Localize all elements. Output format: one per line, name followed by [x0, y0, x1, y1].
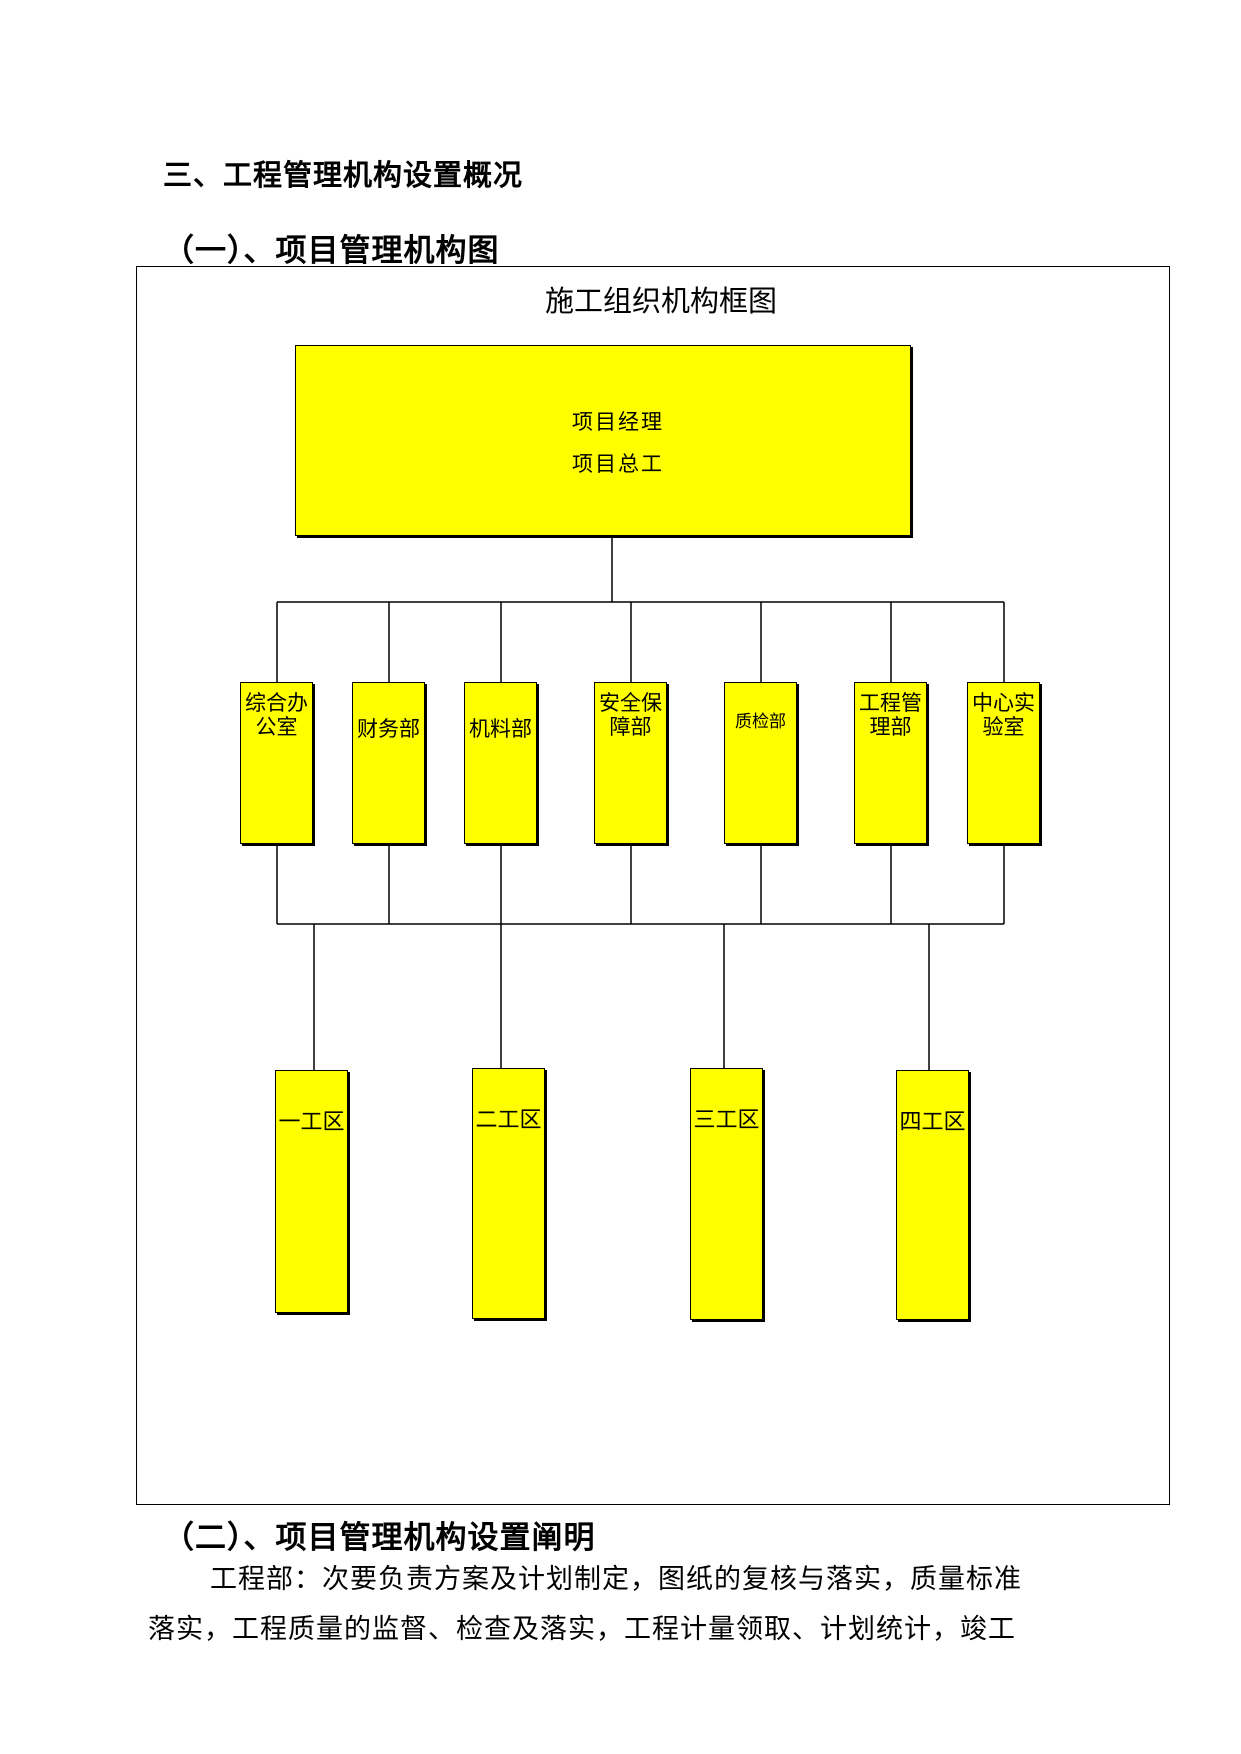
- subsection-heading-org-chart: （一）、项目管理机构图: [163, 233, 500, 269]
- dept-box-lab: 中心实验室: [967, 682, 1040, 844]
- dept-box-safety: 安全保障部: [594, 682, 667, 844]
- org-chart-title: 施工组织机构框图: [544, 284, 777, 318]
- work-zone-label: 一工区: [278, 1110, 345, 1135]
- project-manager-label: 项目经理: [572, 410, 664, 434]
- work-zone-label: 三工区: [693, 1108, 760, 1133]
- paragraph-line-1: 工程部：次要负责方案及计划制定，图纸的复核与落实，质量标准: [210, 1564, 1022, 1595]
- dept-box-general-office: 综合办公室: [240, 682, 313, 844]
- paragraph-line-2: 落实，工程质量的监督、检查及落实，工程计量领取、计划统计，竣工: [148, 1614, 1016, 1645]
- dept-label: 综合办公室: [245, 691, 308, 739]
- section-title: 三、工程管理机构设置概况: [163, 158, 524, 192]
- work-zone-box-3: 三工区: [690, 1068, 763, 1320]
- project-manager-box: 项目经理 项目总工: [295, 345, 911, 536]
- work-zone-label: 二工区: [475, 1108, 542, 1133]
- dept-label: 工程管理部: [859, 691, 922, 739]
- dept-label: 质检部: [735, 712, 786, 732]
- dept-label: 安全保障部: [599, 691, 662, 739]
- work-zone-box-1: 一工区: [275, 1070, 348, 1313]
- dept-label: 财务部: [357, 717, 420, 741]
- work-zone-label: 四工区: [899, 1110, 966, 1135]
- work-zone-box-4: 四工区: [896, 1070, 969, 1320]
- chief-engineer-label: 项目总工: [572, 452, 664, 476]
- org-chart-frame: [136, 266, 1170, 1505]
- dept-box-quality: 质检部: [724, 682, 797, 844]
- dept-box-finance: 财务部: [352, 682, 425, 844]
- dept-label: 机料部: [469, 717, 532, 741]
- subsection-heading-explanation: （二）、项目管理机构设置阐明: [163, 1520, 596, 1556]
- work-zone-box-2: 二工区: [472, 1068, 545, 1319]
- dept-label: 中心实验室: [972, 691, 1035, 739]
- dept-box-materials: 机料部: [464, 682, 537, 844]
- dept-box-engineering: 工程管理部: [854, 682, 927, 844]
